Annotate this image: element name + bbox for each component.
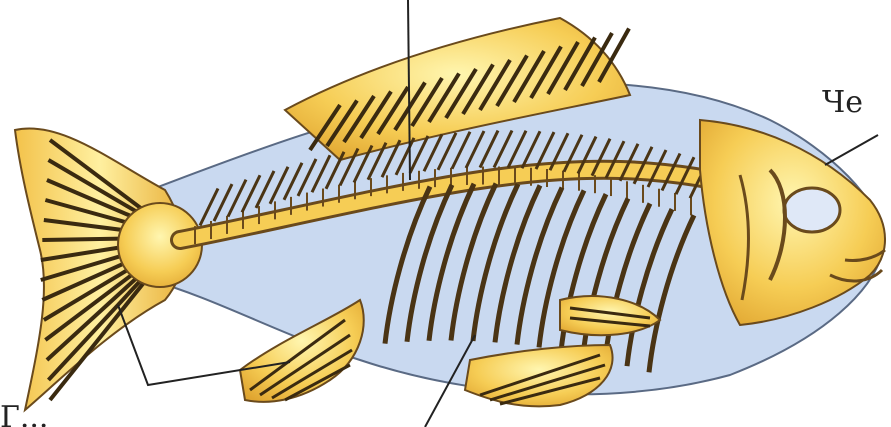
eye-socket (784, 188, 840, 232)
leader-line-head (825, 135, 878, 165)
label-head: Че (822, 85, 863, 120)
caudal-fin (15, 128, 202, 410)
label-bottom-left: Г... (0, 400, 48, 427)
